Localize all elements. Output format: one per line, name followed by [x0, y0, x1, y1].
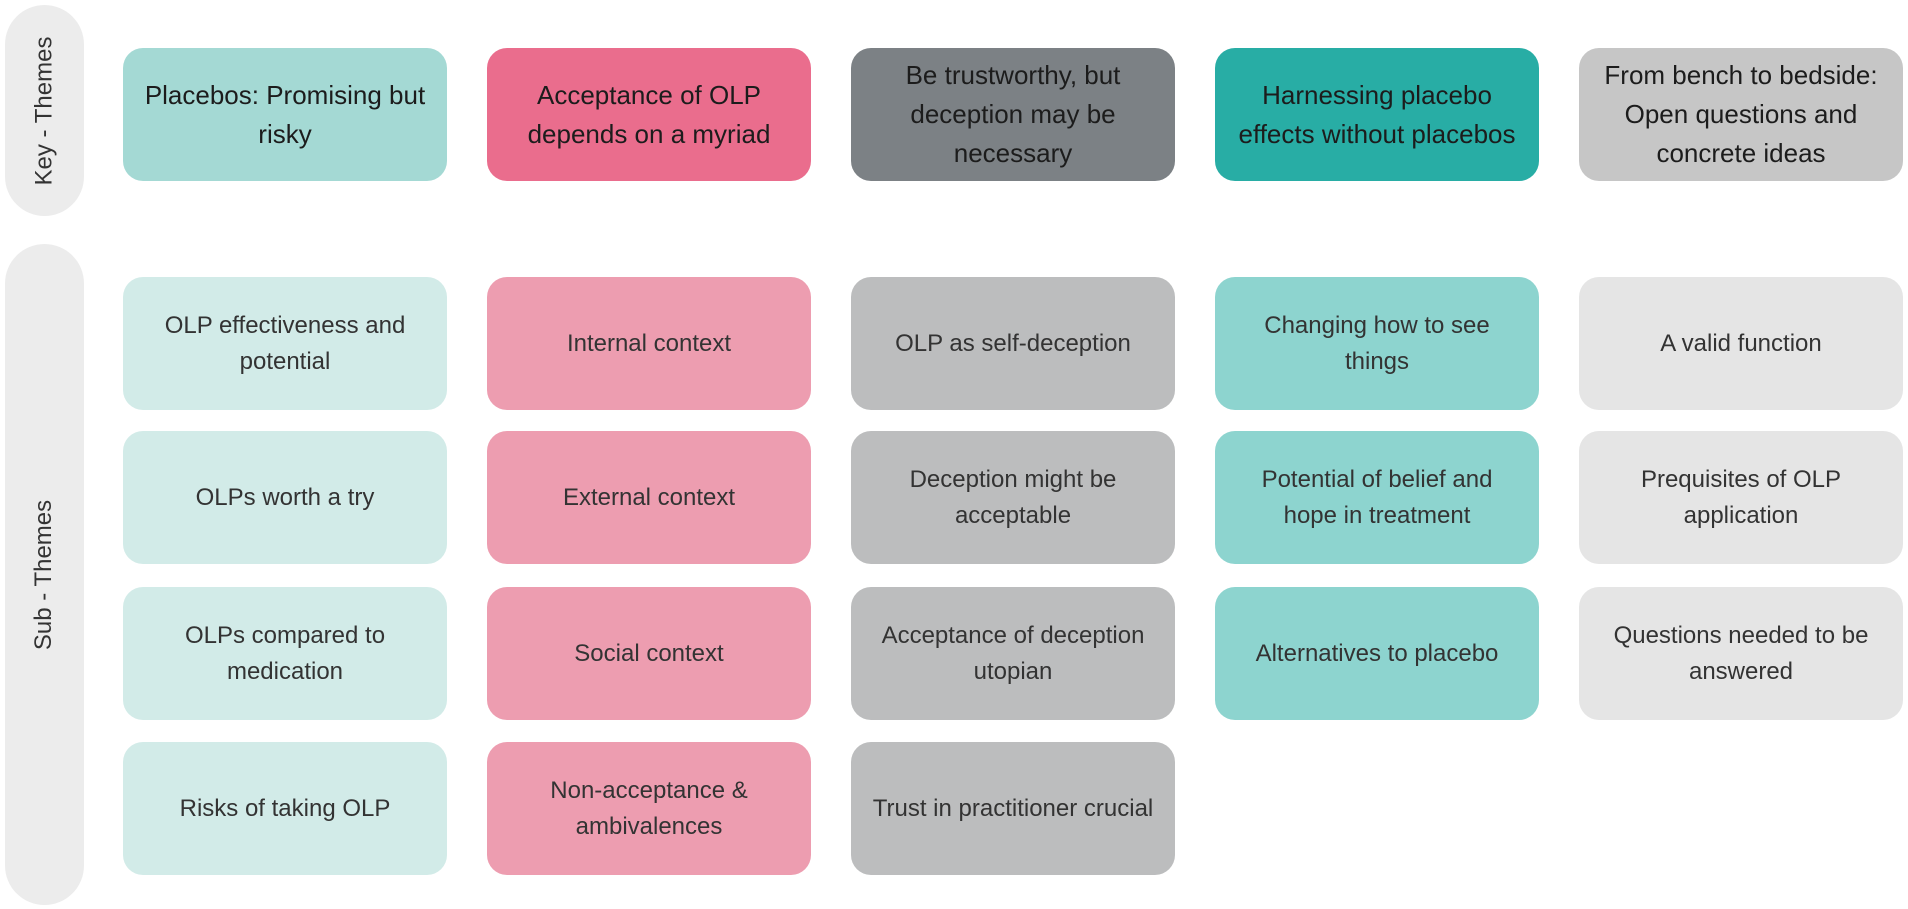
key-theme-5: From bench to bedside: Open questions an… [1579, 48, 1903, 181]
sub-theme-5-1: A valid function [1579, 277, 1903, 410]
sub-theme-2-2: External context [487, 431, 811, 564]
sub-theme-1-1: OLP effectiveness and potential [123, 277, 447, 410]
key-themes-label: Key - Themes [5, 5, 84, 216]
sub-theme-4-2: Potential of belief and hope in treatmen… [1215, 431, 1539, 564]
key-themes-label-text: Key - Themes [30, 36, 58, 185]
sub-theme-3-3: Acceptance of deception utopian [851, 587, 1175, 720]
sub-theme-3-1: OLP as self-deception [851, 277, 1175, 410]
sub-theme-1-3: OLPs compared to medication [123, 587, 447, 720]
sub-theme-1-4: Risks of taking OLP [123, 742, 447, 875]
sub-theme-4-3: Alternatives to placebo [1215, 587, 1539, 720]
key-theme-3: Be trustworthy, but deception may be nec… [851, 48, 1175, 181]
sub-themes-label: Sub - Themes [5, 244, 84, 905]
sub-theme-3-4: Trust in practitioner crucial [851, 742, 1175, 875]
sub-theme-4-1: Changing how to see things [1215, 277, 1539, 410]
key-theme-4: Harnessing placebo effects without place… [1215, 48, 1539, 181]
sub-theme-5-2: Prequisites of OLP application [1579, 431, 1903, 564]
sub-theme-2-3: Social context [487, 587, 811, 720]
sub-theme-1-2: OLPs worth a try [123, 431, 447, 564]
sub-theme-3-2: Deception might be acceptable [851, 431, 1175, 564]
sub-themes-label-text: Sub - Themes [30, 499, 58, 650]
sub-theme-5-3: Questions needed to be answered [1579, 587, 1903, 720]
key-theme-2: Acceptance of OLP depends on a myriad [487, 48, 811, 181]
sub-theme-2-4: Non-acceptance & ambivalences [487, 742, 811, 875]
sub-theme-2-1: Internal context [487, 277, 811, 410]
key-theme-1: Placebos: Promising but risky [123, 48, 447, 181]
